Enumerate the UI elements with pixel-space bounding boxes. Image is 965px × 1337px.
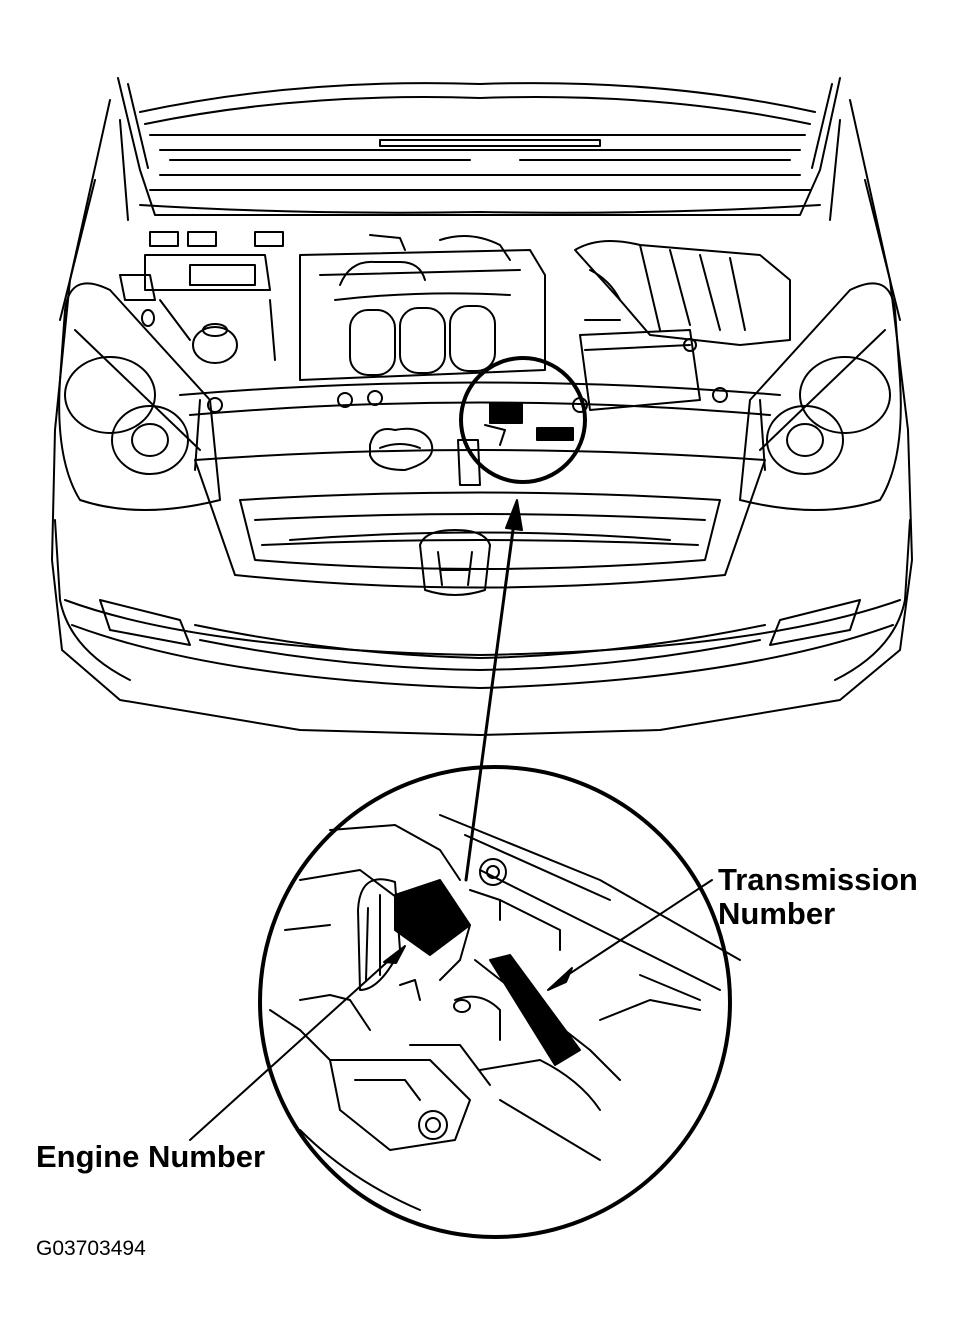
- leader-lines: [190, 880, 712, 1140]
- pointer-arrow: [466, 500, 522, 880]
- hood: [118, 78, 840, 220]
- detail-callout-circle: [461, 358, 585, 482]
- figure-code: G03703494: [36, 1237, 146, 1260]
- right-headlight: [740, 283, 901, 510]
- badge-icon: [420, 530, 490, 595]
- magnified-inset: [260, 767, 740, 1237]
- grille: [195, 450, 765, 595]
- transmission-number-plate: [490, 955, 580, 1065]
- engine-number-plate: [395, 880, 470, 955]
- engine-number-label: Engine Number: [36, 1139, 266, 1174]
- engine-bay: [120, 232, 790, 485]
- transmission-number-label: Transmission: [718, 862, 918, 897]
- transmission-number-label-line2: Number: [718, 896, 836, 931]
- left-headlight: [59, 283, 220, 510]
- vehicle-body: [52, 100, 912, 735]
